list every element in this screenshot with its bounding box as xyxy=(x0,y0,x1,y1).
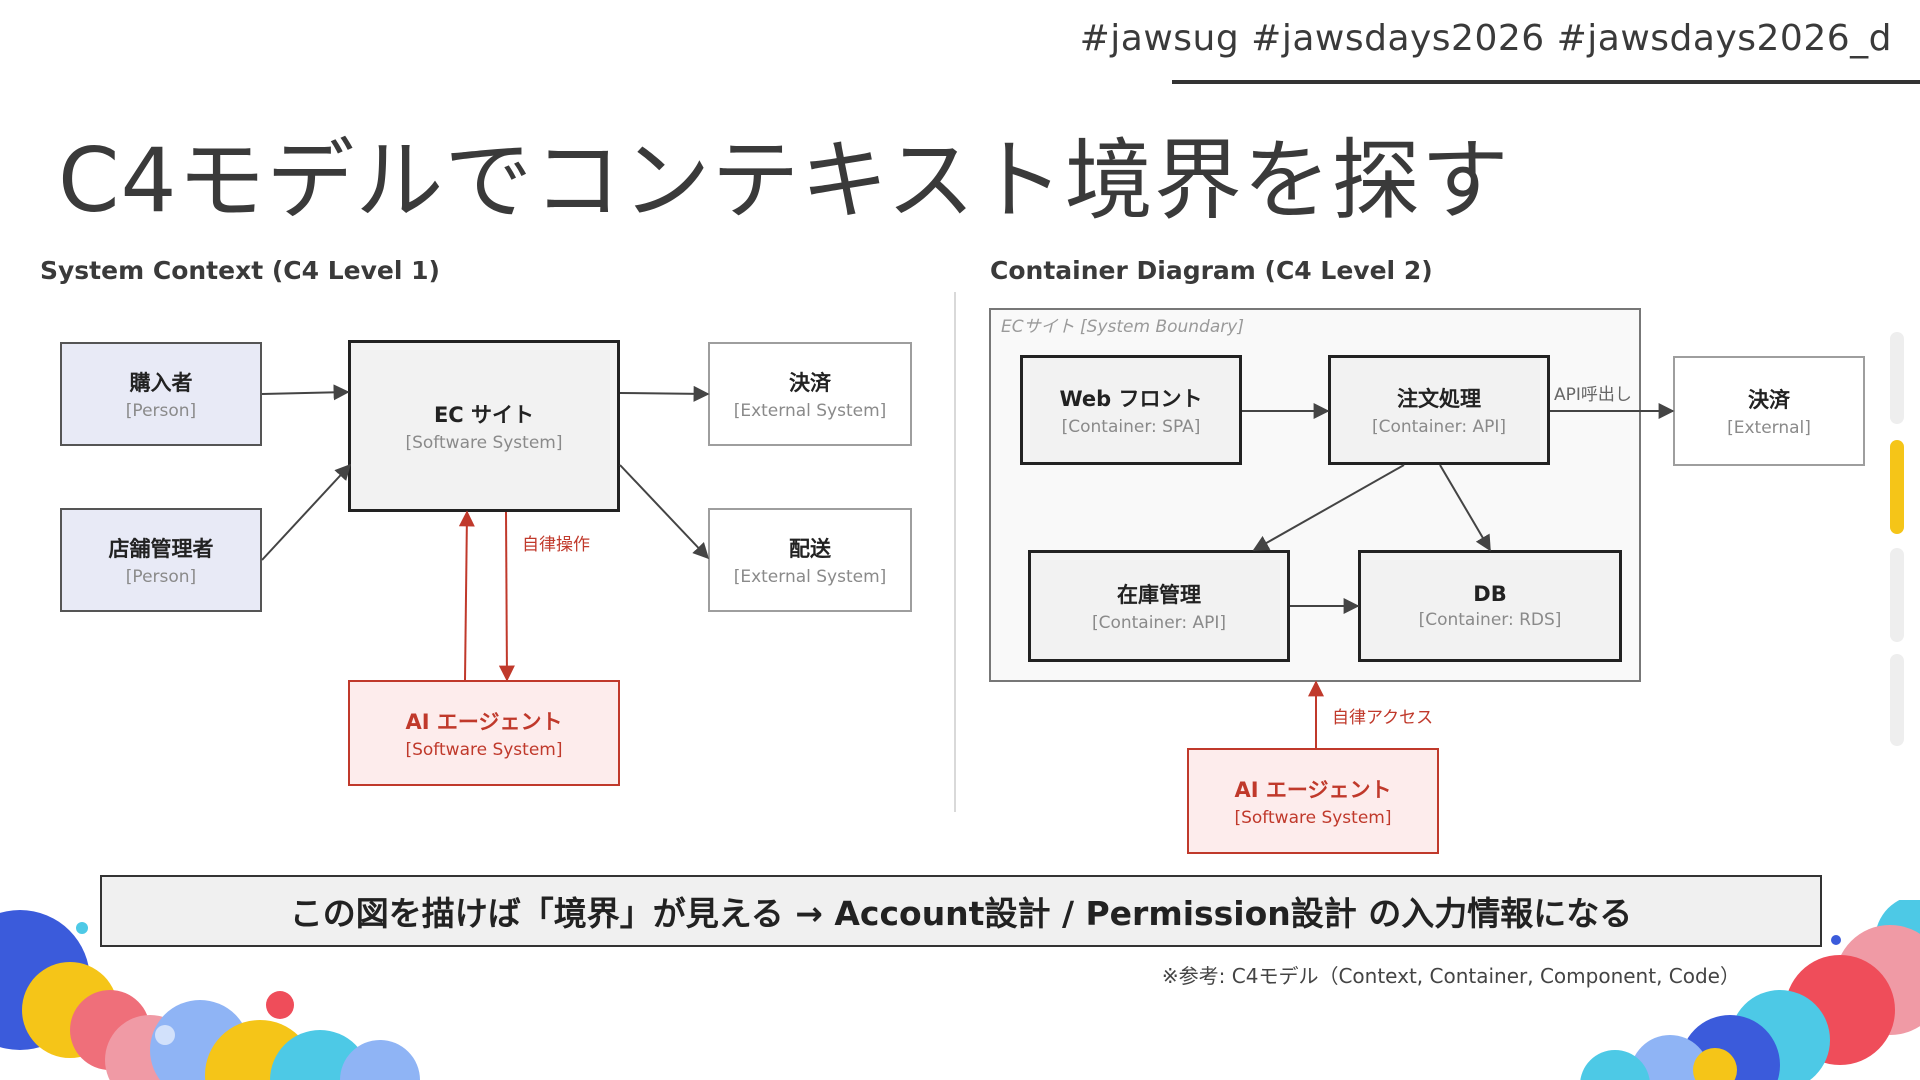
ec-site-name: EC サイト xyxy=(433,403,535,427)
system-context-heading: System Context (C4 Level 1) xyxy=(40,256,440,285)
delivery-box: 配送 [External System] xyxy=(708,508,912,612)
arrow-admin-to-ec xyxy=(261,463,352,561)
slide-indicator-3[interactable] xyxy=(1890,548,1904,642)
ai-agent-box-context: AI エージェント [Software System] xyxy=(348,680,620,786)
decor-clouds-left xyxy=(0,910,420,1080)
payment-box: 決済 [External System] xyxy=(708,342,912,446)
arrow-buyer-to-ec xyxy=(261,384,350,401)
slide-title: C4モデルでコンテキスト境界を探す xyxy=(58,129,1510,232)
inventory-type: [Container: API] xyxy=(1091,613,1227,633)
web-front-box: Web フロント [Container: SPA] xyxy=(1020,355,1242,465)
container-diagram-heading: Container Diagram (C4 Level 2) xyxy=(990,256,1433,285)
ec-site-type: [Software System] xyxy=(405,433,563,453)
payment-external-name: 決済 xyxy=(1748,388,1790,412)
order-box: 注文処理 [Container: API] xyxy=(1328,355,1550,465)
web-front-type: [Container: SPA] xyxy=(1061,417,1201,437)
payment-type: [External System] xyxy=(733,401,887,421)
shop-admin-box: 店舗管理者 [Person] xyxy=(60,508,262,612)
api-call-label: API呼出し xyxy=(1554,385,1632,405)
db-box: DB [Container: RDS] xyxy=(1358,550,1622,662)
arrow-ec-to-payment xyxy=(619,385,710,402)
decor-clouds-right xyxy=(1580,900,1920,1080)
buyer-type: [Person] xyxy=(125,401,197,421)
order-name: 注文処理 xyxy=(1397,387,1481,411)
arrow-agent-to-ec xyxy=(458,510,475,681)
order-type: [Container: API] xyxy=(1371,417,1507,437)
reference-footnote: ※参考: C4モデル（Context, Container, Component… xyxy=(1161,964,1740,988)
payment-name: 決済 xyxy=(789,371,831,395)
ec-site-box: EC サイト [Software System] xyxy=(348,340,620,512)
summary-banner: この図を描けば「境界」が見える → Account設計 / Permission… xyxy=(100,875,1822,947)
arrow-order-to-inventory xyxy=(1252,464,1405,551)
ai-agent-type-container: [Software System] xyxy=(1234,808,1392,828)
db-name: DB xyxy=(1473,582,1507,606)
delivery-name: 配送 xyxy=(789,537,831,561)
hashtags: #jawsug #jawsdays2026 #jawsdays2026_d xyxy=(1079,18,1892,59)
arrow-ec-to-delivery xyxy=(619,464,710,560)
boundary-label: ECサイト [System Boundary] xyxy=(1001,317,1244,337)
web-front-name: Web フロント xyxy=(1059,387,1203,411)
ai-agent-box-container: AI エージェント [Software System] xyxy=(1187,748,1439,854)
ai-agent-name-context: AI エージェント xyxy=(405,710,563,734)
shop-admin-name: 店舗管理者 xyxy=(108,537,214,561)
slide-indicator-4[interactable] xyxy=(1890,654,1904,746)
hashtag-underline xyxy=(1172,80,1920,84)
payment-external-type: [External] xyxy=(1727,418,1811,438)
delivery-type: [External System] xyxy=(733,567,887,587)
shop-admin-type: [Person] xyxy=(125,567,197,587)
slide-indicator-2-active[interactable] xyxy=(1890,440,1904,534)
section-divider xyxy=(954,292,956,812)
ai-agent-type-context: [Software System] xyxy=(405,740,563,760)
autonomous-access-label: 自律アクセス xyxy=(1332,708,1434,728)
arrow-ec-to-agent xyxy=(498,511,515,682)
slide-indicator-1[interactable] xyxy=(1890,332,1904,424)
db-type: [Container: RDS] xyxy=(1418,610,1562,630)
ai-agent-name-container: AI エージェント xyxy=(1234,778,1392,802)
arrow-order-to-db xyxy=(1439,464,1491,552)
inventory-box: 在庫管理 [Container: API] xyxy=(1028,550,1290,662)
buyer-name: 購入者 xyxy=(129,371,193,395)
buyer-box: 購入者 [Person] xyxy=(60,342,262,446)
inventory-name: 在庫管理 xyxy=(1117,583,1201,607)
autonomous-operation-label: 自律操作 xyxy=(522,535,590,555)
